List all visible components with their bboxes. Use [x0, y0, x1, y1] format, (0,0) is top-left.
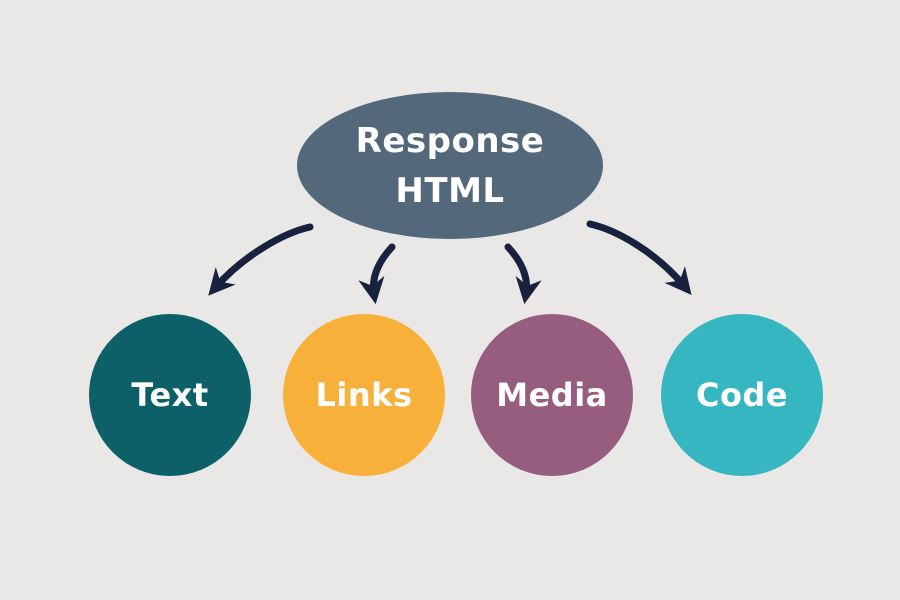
node-code: Code	[661, 314, 823, 476]
node-text-label: Text	[131, 376, 209, 414]
root-node-label-line2: HTML	[395, 170, 505, 211]
node-text: Text	[89, 314, 251, 476]
node-code-label: Code	[695, 376, 789, 414]
root-node-label-line1: Response	[355, 120, 545, 161]
arrow-to-text	[208, 223, 314, 296]
node-media-label: Media	[496, 376, 608, 414]
arrow-to-links	[358, 243, 396, 305]
arrow-to-media	[504, 243, 542, 305]
root-node-response-html: Response HTML	[297, 92, 603, 239]
node-links: Links	[283, 314, 445, 476]
node-links-label: Links	[315, 376, 413, 414]
arrow-to-code	[586, 220, 692, 295]
node-media: Media	[471, 314, 633, 476]
